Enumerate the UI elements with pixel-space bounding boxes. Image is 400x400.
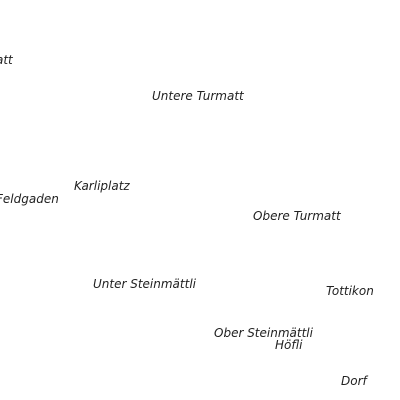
place-label-untere-turmatt: Untere Turmatt: [152, 89, 244, 103]
place-label-karliplatz: Karliplatz: [74, 179, 130, 193]
place-label-att: att: [0, 53, 13, 67]
place-label-ober-steinmaettli: Ober Steinmättli: [214, 326, 313, 340]
place-label-unter-steinmaettli: Unter Steinmättli: [93, 277, 196, 291]
place-label-obere-turmatt: Obere Turmatt: [253, 209, 341, 223]
place-label-dorf: Dorf: [341, 374, 367, 388]
place-label-hoefli: Höfli: [275, 338, 303, 352]
place-label-feldgaden: Feldgaden: [0, 192, 59, 206]
place-label-tottikon: Tottikon: [326, 284, 374, 298]
